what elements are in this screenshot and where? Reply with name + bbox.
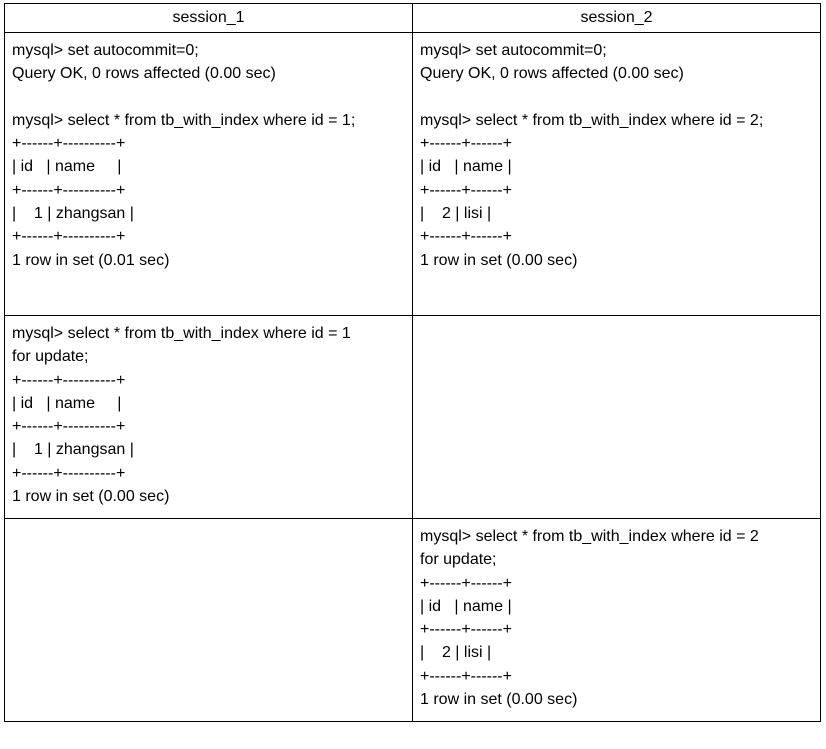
log-line: +------+------+	[420, 667, 512, 685]
table-row: mysql> select * from tb_with_index where…	[4, 518, 821, 722]
log-line: +------+----------+	[12, 228, 126, 246]
log-line	[12, 86, 405, 109]
log-line: mysql> select * from tb_with_index where…	[420, 528, 759, 545]
log-line: Query OK, 0 rows affected (0.00 sec)	[12, 65, 276, 83]
log-line: mysql> set autocommit=0;	[12, 42, 199, 59]
log-line: for update;	[12, 348, 89, 366]
log-line: | 2 | lisi |	[420, 644, 492, 662]
log-line: +------+------+	[420, 574, 512, 592]
log-line: 1 row in set (0.00 sec)	[420, 691, 578, 709]
log-line: +------+------+	[420, 228, 512, 246]
log-line: | 2 | lisi |	[420, 205, 492, 223]
log-line: | 1 | zhangsan |	[12, 441, 134, 459]
log-line: +------+------+	[420, 621, 512, 639]
log-line	[420, 86, 813, 109]
log-line: for update;	[420, 551, 497, 569]
log-line: +------+------+	[420, 181, 512, 199]
log-line: mysql> select * from tb_with_index where…	[12, 111, 356, 129]
log-line: +------+----------+	[12, 135, 126, 153]
session-2-cell-empty	[412, 315, 821, 519]
log-line: | id | name |	[12, 394, 122, 412]
log-line: +------+------+	[420, 135, 512, 153]
table-row: mysql> select * from tb_with_index where…	[4, 315, 821, 519]
header-session-1: session_1	[4, 3, 413, 33]
log-line: mysql> select * from tb_with_index where…	[420, 111, 764, 129]
log-line: +------+----------+	[12, 418, 126, 436]
log-line: +------+----------+	[12, 371, 126, 389]
table-row: mysql> set autocommit=0; Query OK, 0 row…	[4, 32, 821, 316]
session-2-cell: mysql> select * from tb_with_index where…	[412, 518, 821, 722]
session-comparison-table: session_1 session_2 mysql> set autocommi…	[4, 3, 821, 722]
session-1-cell: mysql> select * from tb_with_index where…	[4, 315, 413, 519]
session-1-cell-empty	[4, 518, 413, 722]
header-row: session_1 session_2	[4, 3, 821, 33]
log-line: | id | name |	[12, 158, 122, 176]
log-line: mysql> set autocommit=0;	[420, 42, 607, 59]
log-line: | id | name |	[420, 158, 512, 176]
session-2-cell: mysql> set autocommit=0; Query OK, 0 row…	[412, 32, 821, 316]
log-line: | 1 | zhangsan |	[12, 205, 134, 223]
session-1-cell: mysql> set autocommit=0; Query OK, 0 row…	[4, 32, 413, 316]
log-line: +------+----------+	[12, 181, 126, 199]
log-line: | id | name |	[420, 597, 512, 615]
header-session-2: session_2	[412, 3, 821, 33]
log-line: 1 row in set (0.00 sec)	[420, 251, 578, 269]
log-line: mysql> select * from tb_with_index where…	[12, 325, 351, 342]
log-line: +------+----------+	[12, 464, 126, 482]
log-line: Query OK, 0 rows affected (0.00 sec)	[420, 65, 684, 83]
log-line: 1 row in set (0.00 sec)	[12, 488, 170, 506]
log-line: 1 row in set (0.01 sec)	[12, 251, 170, 269]
